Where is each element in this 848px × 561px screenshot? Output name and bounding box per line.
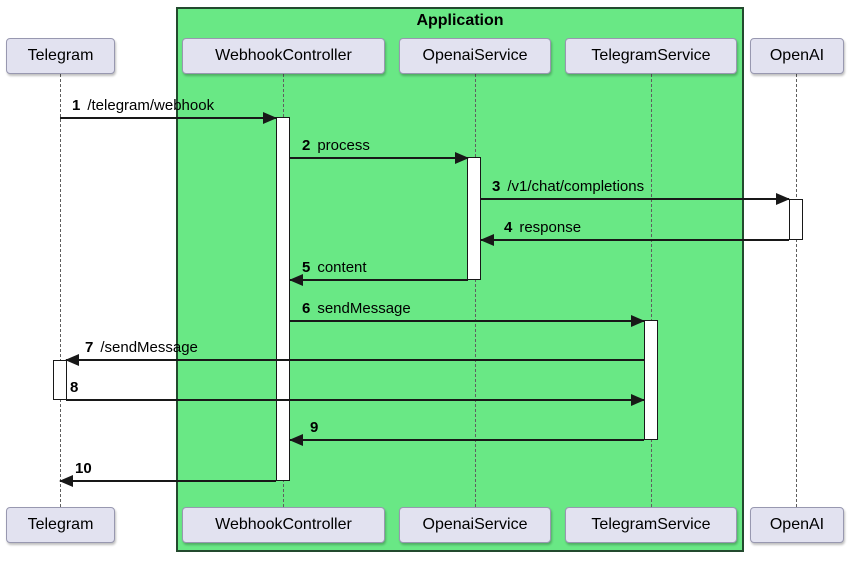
message-9-arrowhead-icon (289, 434, 303, 446)
activation-bar-openai (789, 199, 803, 240)
message-3-arrowhead-icon (776, 193, 790, 205)
message-10-return: 10 (59, 458, 276, 487)
activation-bar-telegramservice (644, 320, 658, 440)
message-2-line (290, 157, 468, 159)
participant-top-openai: OpenAI (750, 38, 844, 74)
message-6-line (290, 320, 644, 322)
message-3-line (481, 198, 789, 200)
message-7-sendmessage-out: 7/sendMessage (65, 337, 644, 366)
participant-bottom-openai: OpenAI (750, 507, 844, 543)
lifeline-telegramservice (651, 74, 652, 507)
activation-bar-openaiservice (467, 157, 481, 280)
participant-top-webhookcontroller: WebhookController (182, 38, 385, 74)
message-2-arrowhead-icon (455, 152, 469, 164)
message-5-line (290, 279, 468, 281)
activation-bar-telegram (53, 360, 67, 400)
message-10-label: 10 (75, 460, 92, 477)
message-10-line (60, 480, 276, 482)
participant-top-telegramservice: TelegramService (565, 38, 737, 74)
participant-top-telegram: Telegram (6, 38, 115, 74)
message-4-line (481, 239, 789, 241)
message-4-arrowhead-icon (480, 234, 494, 246)
participant-bottom-telegramservice: TelegramService (565, 507, 737, 543)
activation-bar-webhookcontroller (276, 117, 290, 481)
message-1-line (60, 117, 276, 119)
participant-bottom-openaiservice: OpenaiService (399, 507, 551, 543)
lifeline-telegram (60, 74, 61, 507)
lifeline-openaiservice (475, 74, 476, 507)
message-3-chat-completions: 3/v1/chat/completions (481, 176, 790, 205)
message-8-arrowhead-icon (631, 394, 645, 406)
message-7-arrowhead-icon (65, 354, 79, 366)
message-1-telegram-webhook: 1/telegram/webhook (60, 95, 277, 124)
message-6-arrowhead-icon (631, 315, 645, 327)
message-9-line (290, 439, 644, 441)
message-7-line (66, 359, 644, 361)
message-8-label: 8 (70, 379, 79, 396)
message-3-label: 3/v1/chat/completions (492, 178, 645, 195)
application-frame-title: Application (416, 12, 504, 29)
message-10-arrowhead-icon (59, 475, 73, 487)
participant-bottom-webhookcontroller: WebhookController (182, 507, 385, 543)
message-9-return: 9 (289, 417, 644, 446)
message-5-arrowhead-icon (289, 274, 303, 286)
participant-bottom-telegram: Telegram (6, 507, 115, 543)
lifeline-openai (796, 74, 797, 507)
participant-top-openaiservice: OpenaiService (399, 38, 551, 74)
message-7-label: 7/sendMessage (85, 339, 198, 356)
message-1-arrowhead-icon (263, 112, 277, 124)
message-8-line (66, 399, 644, 401)
message-9-label: 9 (310, 419, 319, 436)
message-8-return: 8 (66, 377, 645, 406)
message-1-label: 1/telegram/webhook (72, 97, 215, 114)
